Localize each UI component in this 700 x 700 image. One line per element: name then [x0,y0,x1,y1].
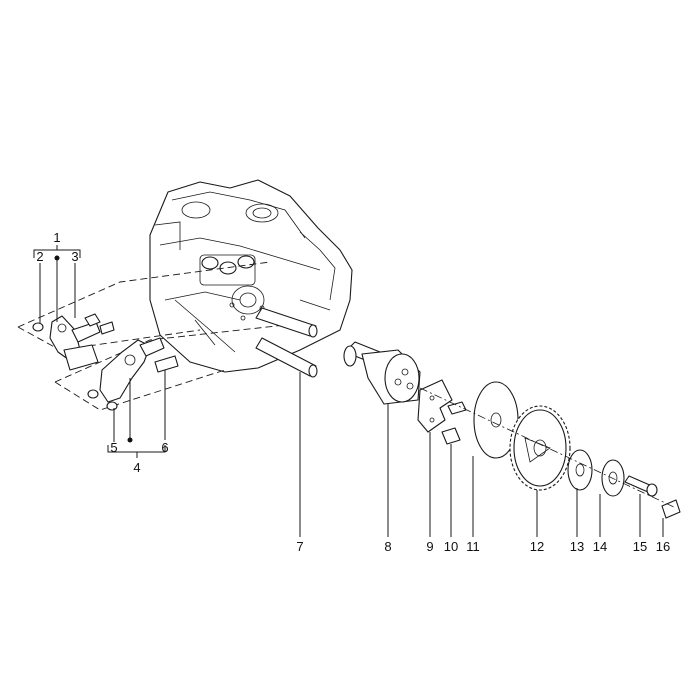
callout-8: 8 [384,539,391,554]
washers-13-14 [567,449,625,497]
callout-11: 11 [466,539,480,554]
callout-13: 13 [570,539,584,554]
callout-9: 9 [426,539,433,554]
callout-7: 7 [296,539,303,554]
callout-10: 10 [444,539,458,554]
bolt-16 [661,499,681,519]
callout-16: 16 [656,539,670,554]
callout-5: 5 [110,440,117,455]
assembly-axis [419,387,677,509]
callout-14: 14 [593,539,607,554]
leader-lines [299,372,664,537]
callout-15: 15 [633,539,647,554]
bolt-10 [441,401,467,445]
callout-6: 6 [161,440,168,455]
callout-labels: 1 2 3 4 5 6 7 8 9 10 11 12 13 14 15 16 [36,230,670,554]
retaining-plate [417,379,453,433]
callout-3: 3 [71,249,78,264]
callout-2: 2 [36,249,43,264]
callout-4: 4 [133,460,140,475]
rocker-arm-upper [32,313,115,371]
camshaft [343,341,421,405]
bracket-group-1 [33,245,81,324]
callout-12: 12 [530,539,544,554]
screw-15 [624,475,658,497]
bracket-group-4 [107,370,166,458]
cam-sprocket [509,405,571,491]
cylinder-head [149,179,353,373]
rocker-arm-lower [87,337,179,411]
callout-1: 1 [53,230,60,245]
rocker-shafts [255,307,318,378]
